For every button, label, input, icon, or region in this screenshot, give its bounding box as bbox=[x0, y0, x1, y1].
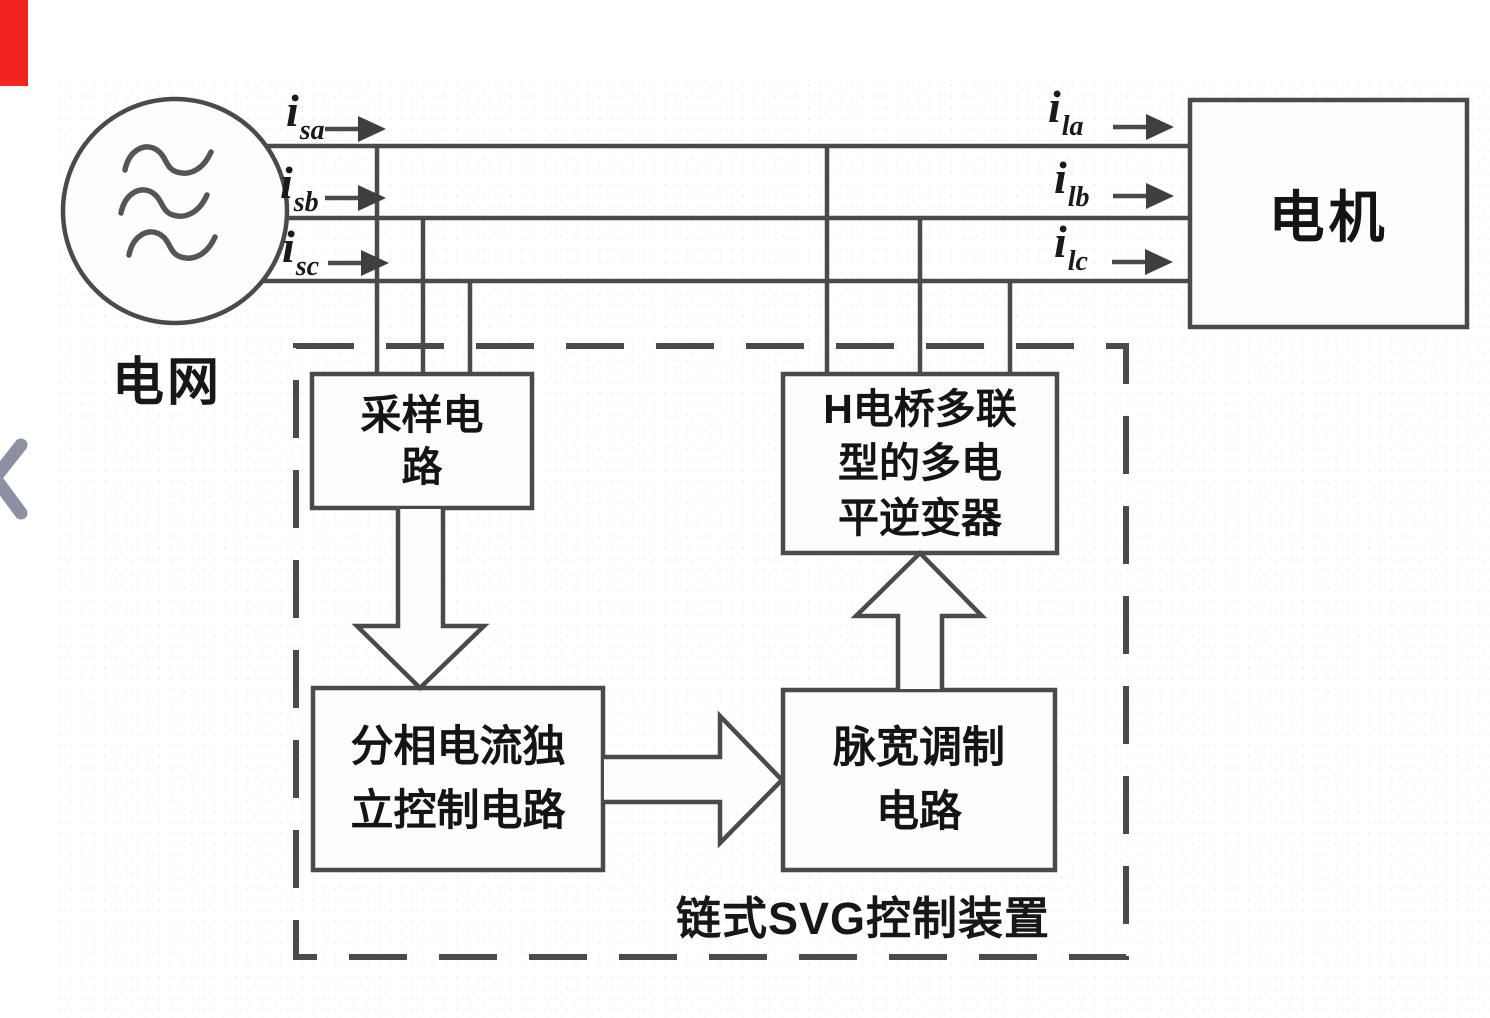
motor-box bbox=[1187, 97, 1470, 330]
inverter-line-2: 型的多电 bbox=[838, 440, 1002, 487]
phase-control-box bbox=[310, 685, 606, 873]
inverter-label: H电桥多联 型的多电 平逆变器 bbox=[783, 374, 1057, 553]
phase-line-2: 立控制电路 bbox=[350, 787, 566, 835]
motor-label: 电机 bbox=[1190, 100, 1467, 327]
sampling-circuit-label: 采样电 路 bbox=[312, 374, 532, 508]
isc-arrow-icon bbox=[328, 250, 389, 276]
pwm-circuit-box bbox=[780, 687, 1058, 873]
down-block-arrow bbox=[351, 509, 490, 692]
phase-control-label: 分相电流独 立控制电路 bbox=[313, 688, 603, 870]
right-block-arrow bbox=[604, 710, 786, 849]
inverter-line-3: 平逆变器 bbox=[838, 494, 1002, 541]
sampling-line-2: 路 bbox=[401, 444, 443, 490]
grid-source-circle bbox=[60, 96, 290, 326]
current-label-isa: isa bbox=[286, 85, 325, 145]
isb-arrow-icon bbox=[325, 185, 386, 211]
current-label-isc: isc bbox=[282, 221, 319, 281]
ila-symbol: i bbox=[1048, 81, 1061, 132]
sampling-line-1: 采样电 bbox=[360, 391, 484, 438]
control-unit-caption: 链式SVG控制装置 bbox=[676, 893, 1051, 944]
ilb-subscript: lb bbox=[1067, 182, 1090, 213]
isa-arrow-icon bbox=[325, 116, 386, 142]
current-label-ila: ila bbox=[1048, 81, 1084, 141]
ila-subscript: la bbox=[1061, 111, 1084, 142]
control-unit-dashed-border bbox=[293, 343, 1129, 960]
ilb-arrow-icon bbox=[1113, 183, 1174, 209]
ilc-arrow-icon bbox=[1112, 249, 1173, 275]
grid-source-label: 电网 bbox=[112, 354, 223, 412]
sampling-circuit-box bbox=[309, 371, 535, 511]
pwm-line-2: 电路 bbox=[876, 788, 962, 836]
isc-subscript: sc bbox=[295, 251, 320, 282]
pwm-circuit-label: 脉宽调制 电路 bbox=[783, 690, 1055, 870]
current-label-isb: isb bbox=[280, 157, 319, 217]
inverter-box bbox=[780, 371, 1060, 556]
back-chevron-icon[interactable] bbox=[0, 432, 30, 524]
isc-symbol: i bbox=[282, 221, 295, 272]
pwm-line-1: 脉宽调制 bbox=[833, 723, 1005, 772]
red-edge-bar bbox=[0, 0, 28, 86]
ac-wave-icon bbox=[118, 144, 218, 261]
isb-subscript: sb bbox=[293, 187, 319, 218]
ila-arrow-icon bbox=[1113, 114, 1174, 140]
isa-subscript: sa bbox=[299, 115, 325, 146]
isa-symbol: i bbox=[286, 85, 299, 136]
current-label-ilb: ilb bbox=[1054, 152, 1090, 212]
isb-symbol: i bbox=[280, 157, 293, 208]
current-label-ilc: ilc bbox=[1054, 216, 1088, 276]
ilb-symbol: i bbox=[1054, 152, 1067, 203]
up-block-arrow bbox=[850, 549, 988, 689]
ilc-symbol: i bbox=[1054, 216, 1067, 267]
motor-label-text: 电机 bbox=[1268, 186, 1389, 249]
ilc-subscript: lc bbox=[1067, 246, 1088, 277]
inverter-line-1: H电桥多联 bbox=[823, 386, 1017, 433]
phase-line-1: 分相电流独 bbox=[350, 722, 566, 771]
